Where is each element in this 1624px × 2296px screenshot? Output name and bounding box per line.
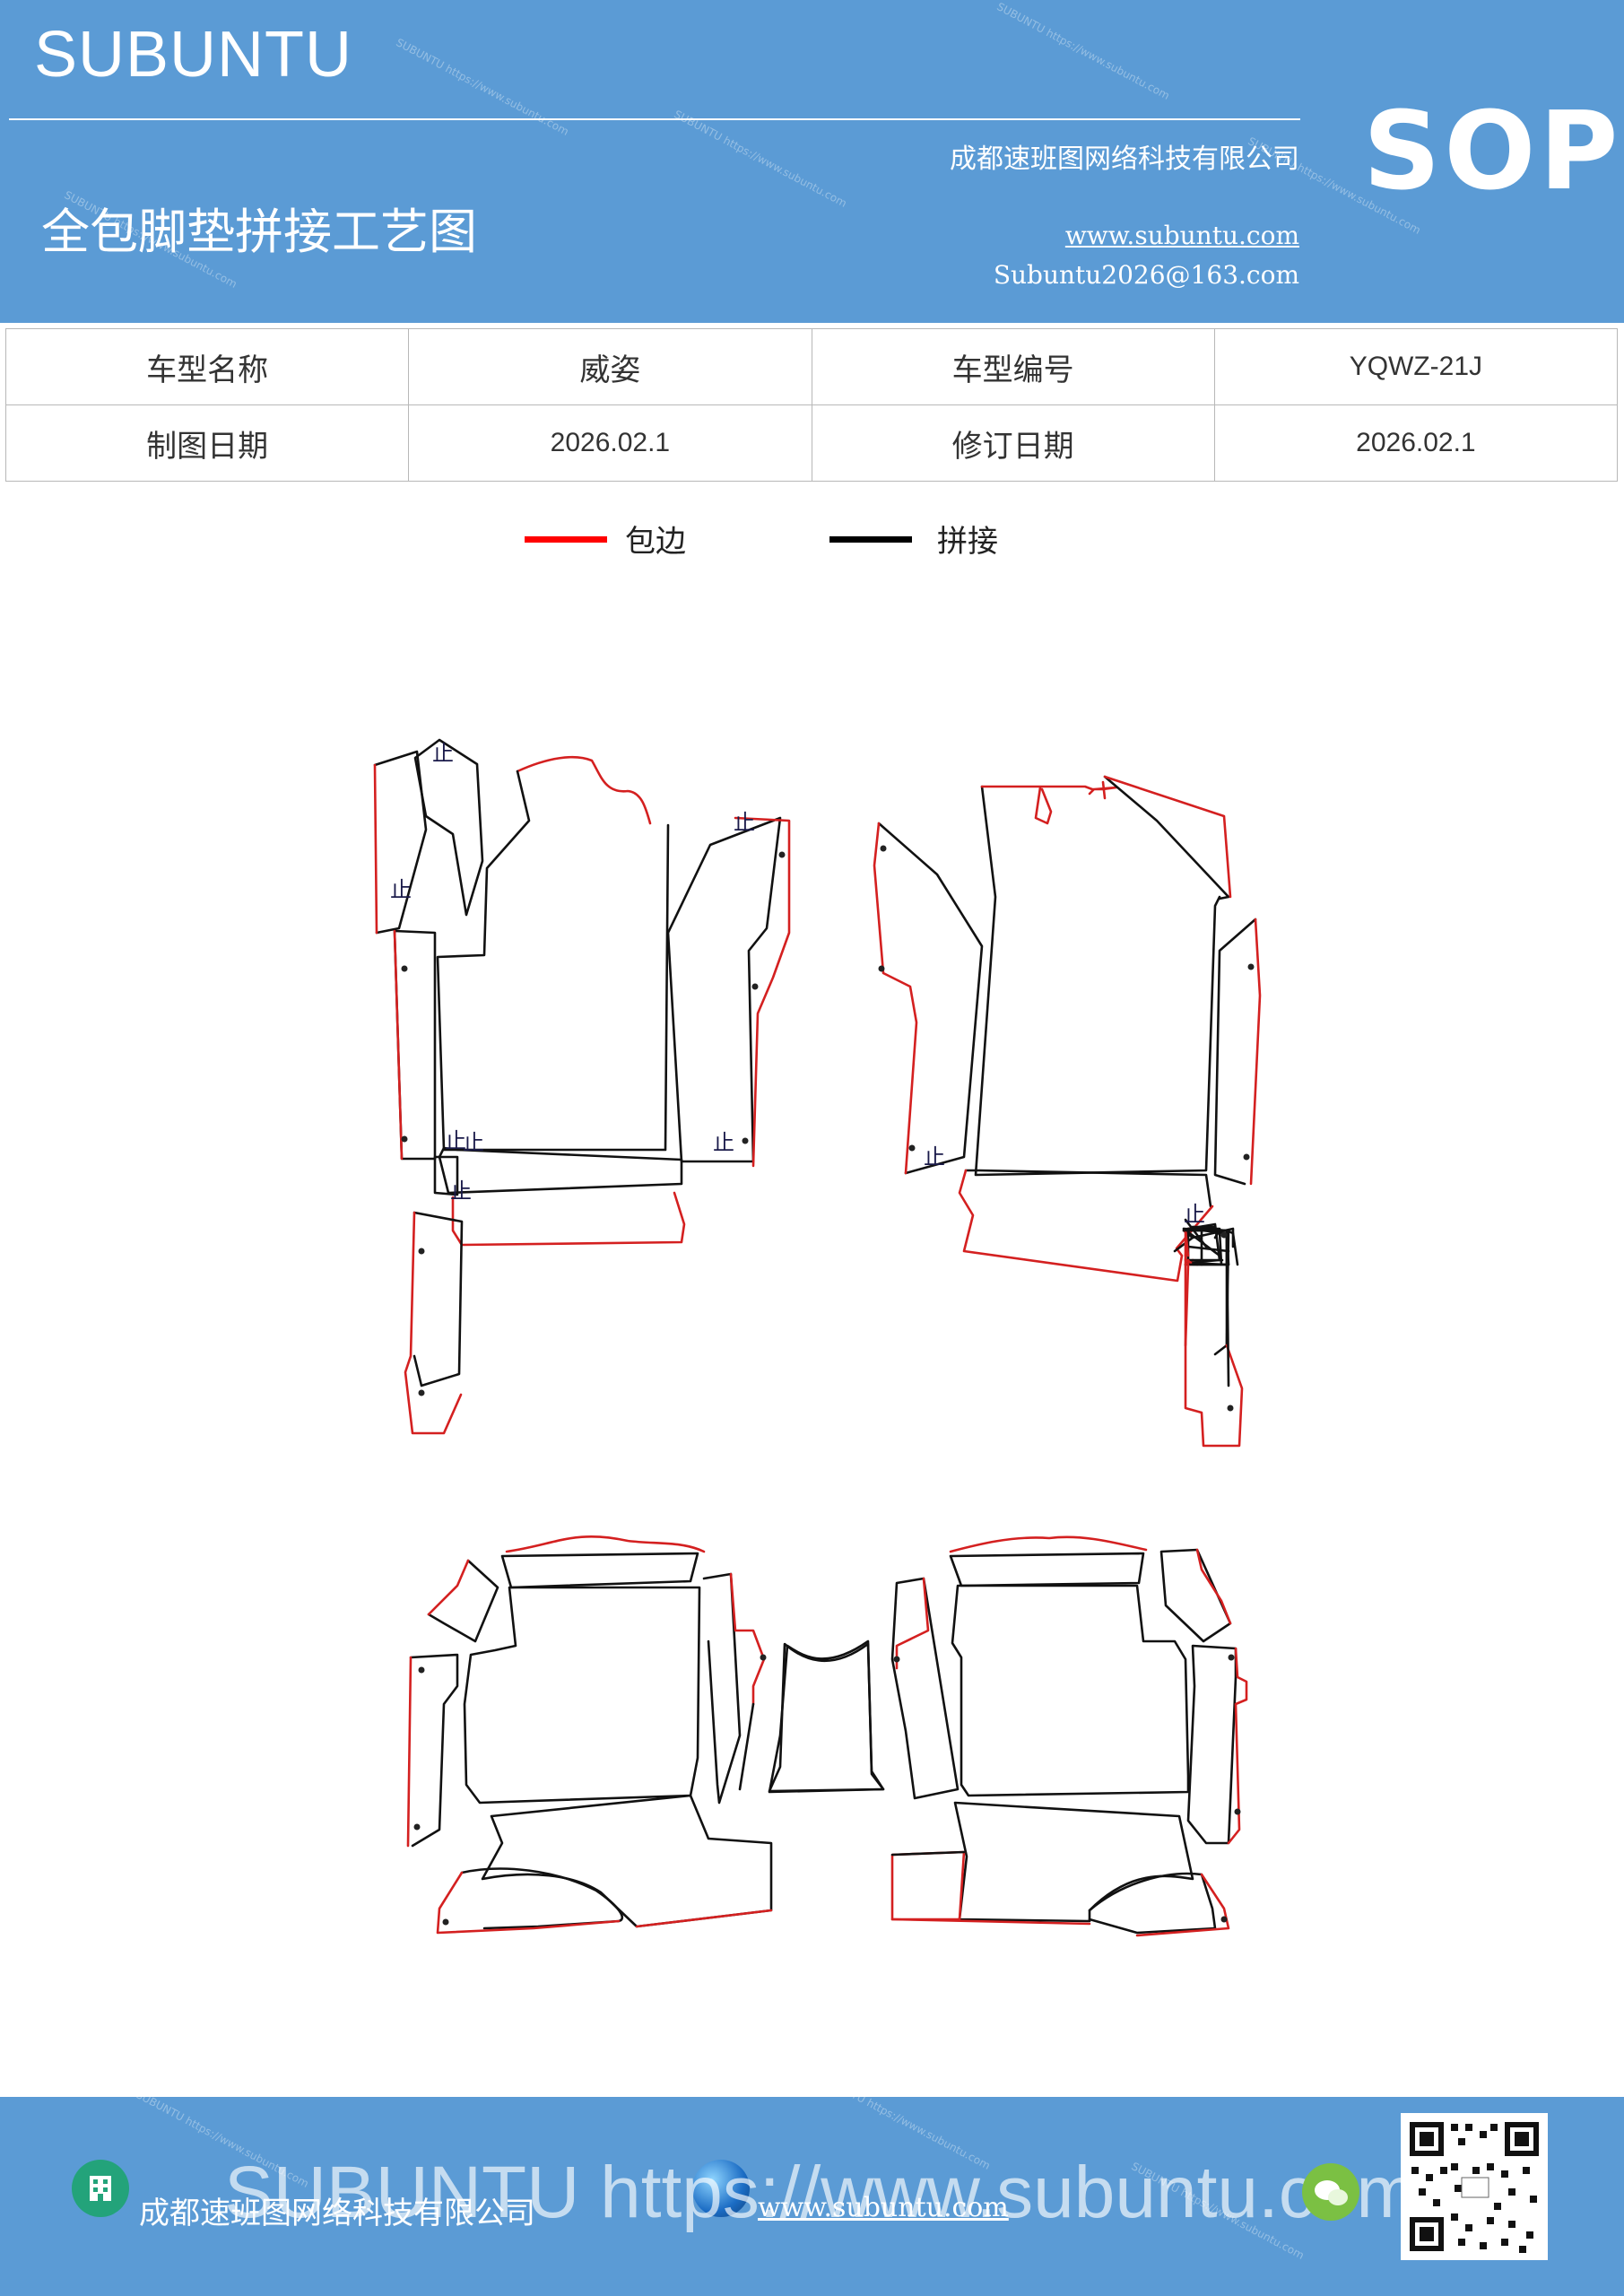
watermark-text: SUBUNTU https://www.subuntu.com bbox=[394, 36, 571, 138]
front-left-pieces bbox=[373, 738, 791, 1435]
rear-left-pieces bbox=[406, 1535, 885, 1935]
stop-mark: 止 bbox=[432, 741, 454, 766]
footer-banner: SUBUNTU https://www.subuntu.com SUBUNTU … bbox=[0, 2097, 1624, 2296]
sop-badge: SOP bbox=[1363, 90, 1622, 214]
globe-icon bbox=[692, 2160, 750, 2217]
footer-watermark: SUBUNTU https://www.subuntu.com bbox=[224, 2152, 1418, 2233]
mounting-hole bbox=[401, 965, 408, 972]
label-revision-date: 修订日期 bbox=[811, 404, 1215, 482]
brand-logo-text: SUBUNTU bbox=[34, 19, 353, 91]
mounting-hole bbox=[418, 1389, 425, 1396]
mounting-hole bbox=[751, 983, 759, 990]
footer-company-name: 成都速班图网络科技有限公司 bbox=[139, 2196, 535, 2231]
stop-mark: 止 bbox=[1184, 1202, 1205, 1227]
mounting-hole bbox=[401, 1135, 408, 1143]
vehicle-info-table: 车型名称 威姿 车型编号 YQWZ-21J 制图日期 2026.02.1 修订日… bbox=[4, 328, 1619, 482]
legend-label: 包边 bbox=[625, 524, 686, 560]
mounting-hole bbox=[1220, 1916, 1228, 1923]
rear-right-pieces bbox=[890, 1535, 1248, 1937]
website-link[interactable]: www.subuntu.com bbox=[1064, 221, 1299, 250]
value-revision-date: 2026.02.1 bbox=[1213, 404, 1619, 482]
value-draw-date: 2026.02.1 bbox=[408, 404, 812, 482]
stop-mark: 止 bbox=[445, 1128, 466, 1153]
label-draw-date: 制图日期 bbox=[4, 404, 410, 482]
watermark-text: SUBUNTU https://www.subuntu.com bbox=[672, 108, 849, 210]
company-name: 成都速班图网络科技有限公司 bbox=[950, 144, 1299, 175]
mat-splicing-diagram: 止 止 止 止 止 止 止 止 止 bbox=[373, 738, 1262, 1937]
legend-swatch-black bbox=[829, 536, 912, 543]
header-divider bbox=[9, 118, 1300, 120]
mounting-hole bbox=[893, 1656, 900, 1663]
mounting-hole bbox=[1247, 963, 1255, 970]
legend-swatch-red bbox=[525, 536, 607, 543]
mounting-holes bbox=[401, 845, 1255, 1926]
table-row: 制图日期 2026.02.1 修订日期 2026.02.1 bbox=[4, 404, 1619, 482]
mounting-hole bbox=[908, 1144, 916, 1152]
mounting-hole bbox=[418, 1248, 425, 1255]
label-model-code: 车型编号 bbox=[811, 328, 1215, 405]
mounting-hole bbox=[1220, 1231, 1228, 1239]
footer-website-link[interactable]: www.subuntu.com bbox=[758, 2192, 1009, 2223]
value-model-name: 威姿 bbox=[408, 328, 812, 405]
mounting-hole bbox=[1227, 1405, 1234, 1412]
mounting-hole bbox=[1243, 1153, 1250, 1161]
mounting-hole bbox=[1234, 1808, 1241, 1815]
email-address: Subuntu2026@163.com bbox=[993, 260, 1299, 290]
watermark-text: SUBUNTU https://www.subuntu.com bbox=[994, 0, 1172, 102]
stop-mark: 止 bbox=[713, 1130, 734, 1155]
stop-mark: 止 bbox=[734, 810, 755, 835]
value-model-code: YQWZ-21J bbox=[1213, 328, 1619, 405]
table-row: 车型名称 威姿 车型编号 YQWZ-21J bbox=[4, 328, 1619, 405]
label-model-name: 车型名称 bbox=[4, 328, 410, 405]
stop-mark: 止 bbox=[450, 1178, 472, 1204]
mounting-hole bbox=[418, 1666, 425, 1674]
mounting-hole bbox=[413, 1823, 421, 1831]
header-banner: SUBUNTU https://www.subuntu.com SUBUNTU … bbox=[0, 0, 1624, 323]
mounting-hole bbox=[878, 965, 885, 972]
wechat-icon bbox=[1302, 2163, 1359, 2221]
center-tunnel-piece bbox=[768, 1642, 885, 1793]
stop-mark: 止 bbox=[924, 1144, 945, 1170]
mounting-hole bbox=[880, 845, 887, 852]
mounting-hole bbox=[760, 1654, 767, 1661]
mounting-hole bbox=[1228, 1654, 1235, 1661]
stop-mark: 止 bbox=[390, 877, 412, 902]
qr-code bbox=[1401, 2113, 1548, 2260]
building-icon bbox=[72, 2160, 129, 2217]
page-title: 全包脚垫拼接工艺图 bbox=[41, 204, 477, 260]
legend-label: 拼接 bbox=[937, 524, 998, 560]
mounting-hole bbox=[442, 1918, 449, 1926]
front-right-pieces bbox=[873, 775, 1262, 1448]
stop-mark: 止 bbox=[463, 1130, 484, 1155]
mounting-hole bbox=[778, 851, 786, 858]
mounting-hole bbox=[742, 1137, 749, 1144]
